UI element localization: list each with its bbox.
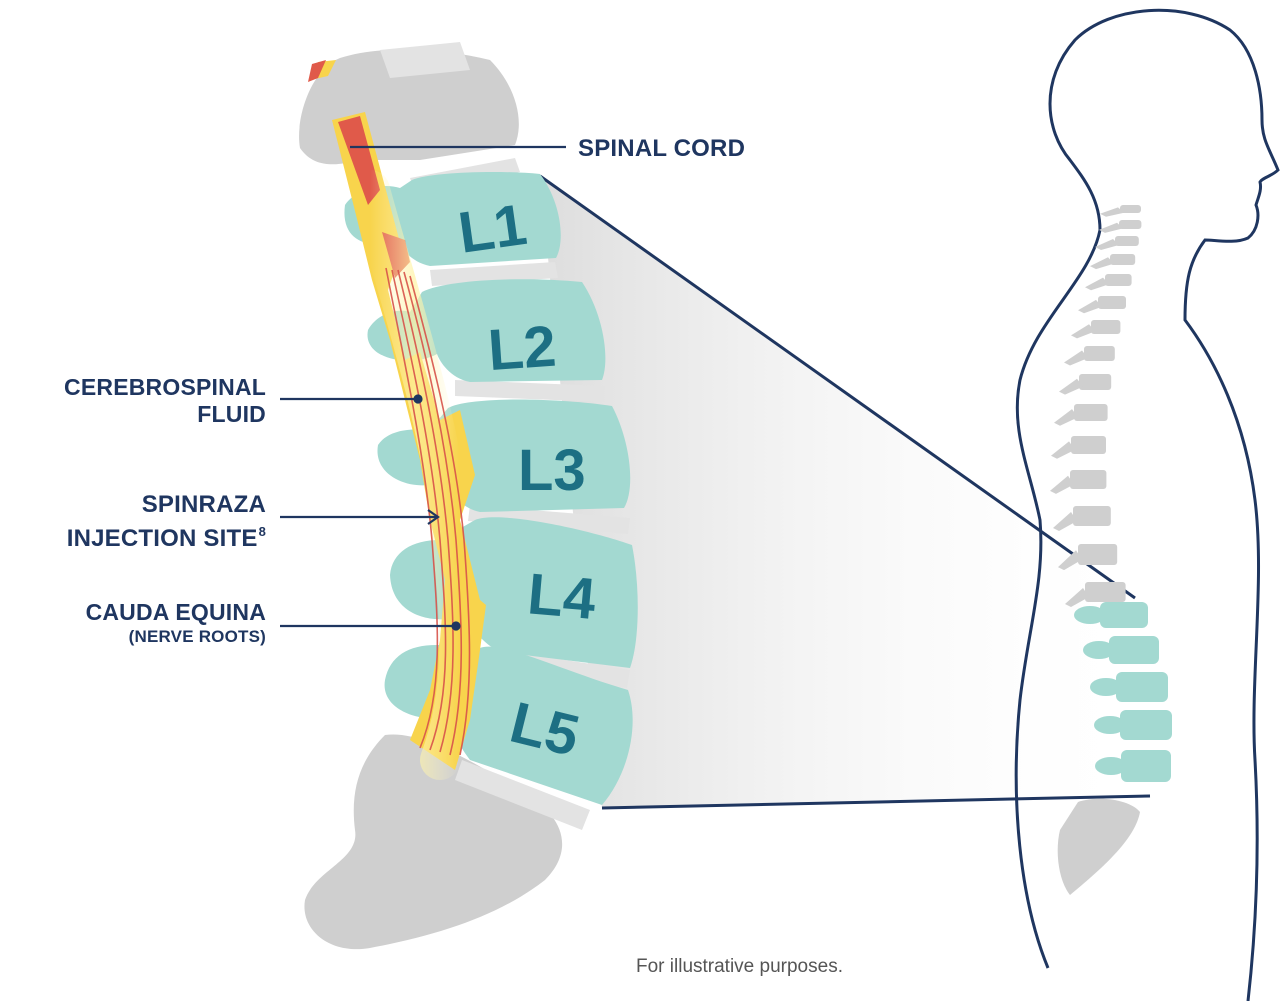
zoom-line-bottom [601, 794, 1151, 810]
mini-spinous-process [1071, 324, 1095, 339]
mini-vertebra-lumbar [1120, 710, 1172, 740]
lumbar-vertebrae [344, 172, 638, 805]
body-silhouette [1014, 8, 1280, 1002]
mini-sacrum [1057, 798, 1140, 895]
zoom-line-top [539, 174, 1136, 600]
mini-vertebra-gray [1073, 506, 1111, 526]
csf-label: CEREBROSPINAL FLUID [30, 374, 266, 428]
leader-cauda-dot [451, 621, 461, 631]
vertebra-label-l2: L2 [486, 314, 558, 384]
mini-vertebra-gray [1084, 346, 1115, 361]
injection-label-line1: SPINRAZA [141, 491, 266, 518]
mini-spinous-process [1095, 239, 1119, 250]
mini-spinous-process [1085, 277, 1109, 291]
vertebra-labels: L1 L2 L3 L4 L5 [454, 192, 598, 769]
sacrum-disc [455, 760, 590, 830]
mini-spinous-process [1064, 350, 1088, 366]
mini-spine [1050, 205, 1172, 895]
nerve-roots [385, 267, 471, 756]
csf-label-line2: FLUID [197, 401, 266, 427]
cauda-equina-label: CAUDA EQUINA (NERVE ROOTS) [30, 599, 266, 648]
mini-vertebra-lumbar [1121, 750, 1171, 782]
mini-spinous-process [1065, 588, 1089, 607]
mini-lumbar-process [1095, 757, 1127, 775]
mini-spinous-process [1059, 378, 1083, 395]
mini-spinous-process [1054, 409, 1078, 426]
mini-vertebra-gray [1070, 470, 1107, 489]
mini-lumbar-process [1083, 641, 1115, 659]
csf-glow [350, 170, 480, 780]
mini-spinous-process [1053, 512, 1077, 531]
mini-vertebra-gray [1119, 220, 1142, 229]
injection-label-line2: INJECTION SITE8 [30, 518, 266, 552]
mini-spinous-process [1090, 257, 1114, 270]
vertebra-label-l4: L4 [525, 561, 598, 632]
mini-spinous-process [1058, 550, 1082, 571]
vertebra-label-l3: L3 [518, 438, 586, 503]
mini-lumbar-process [1090, 678, 1122, 696]
leader-injection-arrowhead [427, 509, 440, 525]
mini-vertebra-gray [1120, 205, 1141, 213]
leader-csf-dot [413, 394, 423, 404]
injection-site-label: SPINRAZA INJECTION SITE8 [30, 491, 266, 552]
mini-vertebra-gray [1091, 320, 1121, 334]
vertebra-label-l5: L5 [504, 690, 585, 769]
mini-vertebra-lumbar [1109, 636, 1159, 664]
injection-reference: 8 [258, 524, 266, 539]
leader-lines [280, 145, 566, 631]
mini-vertebra-gray [1071, 436, 1106, 454]
mini-vertebra-gray [1079, 374, 1112, 390]
mini-vertebra-gray [1078, 544, 1118, 565]
cauda-label-line2: (NERVE ROOTS) [128, 627, 266, 646]
mini-vertebra-gray [1115, 236, 1139, 246]
mini-spinous-process [1050, 475, 1074, 494]
mini-spinous-process [1051, 441, 1075, 459]
zoom-projection [540, 176, 1150, 808]
injection-label-text: INJECTION SITE [66, 525, 258, 552]
vertebra-label-l1: L1 [454, 192, 530, 266]
mini-spinous-process [1099, 222, 1123, 233]
mini-vertebra-gray [1085, 582, 1126, 602]
csf-label-line1: CEREBROSPINAL [64, 374, 266, 400]
cauda-label-line1: CAUDA EQUINA [85, 599, 266, 625]
caption: For illustrative purposes. [636, 956, 843, 977]
mini-vertebra-lumbar [1116, 672, 1168, 702]
mini-spinous-process [1100, 207, 1124, 217]
mini-vertebra-gray [1105, 274, 1132, 286]
mini-spinous-process [1078, 299, 1102, 314]
mini-vertebra-gray [1098, 296, 1126, 309]
mini-vertebra-gray [1074, 404, 1108, 421]
mini-lumbar-process [1074, 606, 1106, 624]
thoracic-disc [380, 42, 470, 78]
mini-vertebra-lumbar [1100, 602, 1148, 628]
mini-vertebra-gray [1110, 254, 1136, 265]
mini-lumbar-process [1094, 716, 1126, 734]
spinal-cord-label: SPINAL CORD [578, 135, 746, 162]
